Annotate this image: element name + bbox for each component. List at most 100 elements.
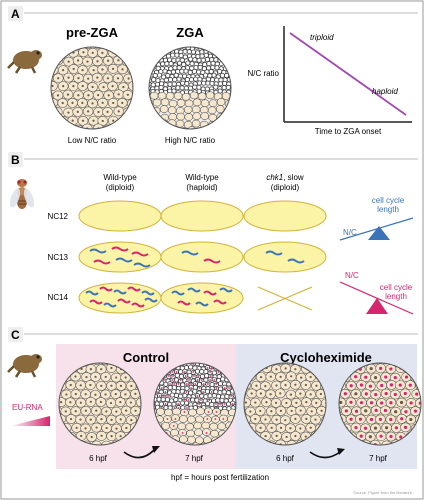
- eu-rna-nucleus: [160, 387, 163, 389]
- hpf-footnote: hpf = hours post fertilization: [171, 473, 269, 482]
- eu-rna-nucleus: [419, 384, 421, 388]
- cell-nucleus: [294, 383, 297, 386]
- eu-rna-nucleus: [231, 403, 234, 405]
- cell-nucleus: [294, 417, 297, 421]
- embryo-cell: [161, 49, 167, 55]
- embryo-cell: [217, 81, 223, 87]
- embryo-cell: [201, 421, 210, 430]
- col-header-chk1-2: (diploid): [271, 183, 300, 192]
- eu-rna-nucleus: [177, 403, 180, 405]
- cell-nucleus: [95, 409, 98, 412]
- cell-nucleus: [48, 129, 50, 131]
- cell-nucleus: [369, 367, 373, 371]
- embryo-cell: [164, 408, 173, 417]
- cell-nucleus: [87, 43, 89, 45]
- embryo-cell: [221, 57, 227, 62]
- cell-nucleus: [299, 427, 302, 430]
- cell-nucleus: [48, 77, 50, 79]
- embryo-cell: [177, 60, 182, 66]
- embryo-cell: [178, 53, 184, 59]
- cell-nucleus: [87, 77, 90, 80]
- embryo-cell: [122, 124, 133, 129]
- embryo-cell: [224, 393, 230, 399]
- eu-rna-nucleus: [205, 432, 208, 434]
- embryo-cell: [149, 47, 152, 48]
- cell-nucleus: [79, 418, 82, 421]
- embryo-cell: [51, 47, 54, 49]
- embryo-cell: [160, 47, 166, 51]
- cell-nucleus: [61, 101, 64, 105]
- cell-nucleus: [119, 435, 122, 438]
- cell-nucleus: [275, 368, 278, 371]
- embryo-cell: [126, 47, 133, 58]
- egg-chk1-nc12: [243, 200, 327, 232]
- embryo-cell: [51, 55, 54, 66]
- embryo-cell: [152, 73, 158, 78]
- embryo-cell: [234, 405, 236, 411]
- embryo-cell: [227, 65, 231, 71]
- haploid-label: haploid: [372, 87, 398, 96]
- eu-rna-nucleus: [188, 379, 190, 381]
- embryo-cell: [192, 112, 201, 120]
- embryo-cell: [53, 47, 64, 49]
- fly-icon: [9, 179, 35, 209]
- eu-rna-label: EU-RNA: [12, 403, 43, 412]
- cell-nucleus: [72, 85, 75, 88]
- embryo-cell: [205, 57, 210, 63]
- cell-nucleus: [52, 50, 55, 54]
- embryo-cell: [197, 92, 207, 101]
- cell-nucleus: [105, 410, 108, 413]
- eu-rna-nucleus: [185, 383, 188, 385]
- cell-nucleus: [100, 384, 103, 387]
- cell-nucleus: [62, 69, 65, 72]
- eu-rna-nucleus: [389, 367, 393, 371]
- panel-a: A pre-ZGA ZGA Low N/C ratio High N/C rat…: [7, 6, 418, 145]
- cell-nucleus: [94, 375, 97, 378]
- embryo-cell: [152, 47, 158, 51]
- eu-rna-nucleus: [210, 367, 213, 369]
- eu-rna-nucleus: [183, 399, 186, 401]
- embryo-cell: [215, 397, 221, 403]
- cell-nucleus: [117, 110, 120, 113]
- cell-nucleus: [62, 84, 65, 88]
- embryo-cell: [197, 42, 201, 46]
- embryo-cell: [189, 61, 195, 67]
- eu-rna-nucleus: [179, 379, 182, 381]
- cell-nucleus: [110, 366, 113, 370]
- embryo-cell: [199, 369, 205, 375]
- cell-nucleus: [101, 101, 104, 104]
- embryo-cell: [204, 373, 210, 379]
- eu-rna-nucleus: [383, 408, 388, 413]
- embryo-cell: [51, 90, 53, 101]
- embryo-cell: [206, 47, 212, 52]
- cell-nucleus: [300, 376, 303, 379]
- cell-nucleus: [106, 77, 110, 80]
- cell-nucleus: [127, 111, 130, 114]
- cell-nucleus: [305, 417, 308, 420]
- embryo-cell: [188, 47, 194, 48]
- embryo-cell: [160, 61, 166, 67]
- control-title: Control: [123, 350, 169, 365]
- cell-nucleus: [122, 86, 125, 89]
- cell-nucleus: [315, 384, 318, 387]
- embryo-cell: [91, 440, 102, 445]
- seesaw-blue-cc-label-2: length: [377, 205, 399, 214]
- embryo-cell: [200, 57, 206, 63]
- embryo-cell: [195, 368, 200, 374]
- cell-nucleus: [320, 409, 323, 412]
- embryo-cell: [321, 398, 326, 409]
- cell-nucleus: [399, 400, 404, 405]
- cell-nucleus: [249, 410, 252, 413]
- embryo-cell: [175, 47, 181, 48]
- cell-nucleus: [275, 434, 278, 438]
- cell-nucleus: [47, 42, 49, 44]
- embryo-cell: [91, 363, 103, 365]
- cell-nucleus: [274, 401, 278, 404]
- embryo-cell: [185, 47, 191, 51]
- cell-nucleus: [81, 119, 85, 122]
- cell-nucleus: [96, 76, 99, 79]
- cell-nucleus: [384, 426, 389, 430]
- egg-wt-haploid-nc13: [160, 241, 244, 273]
- cell-nucleus: [71, 119, 74, 122]
- embryo-cell: [82, 47, 94, 49]
